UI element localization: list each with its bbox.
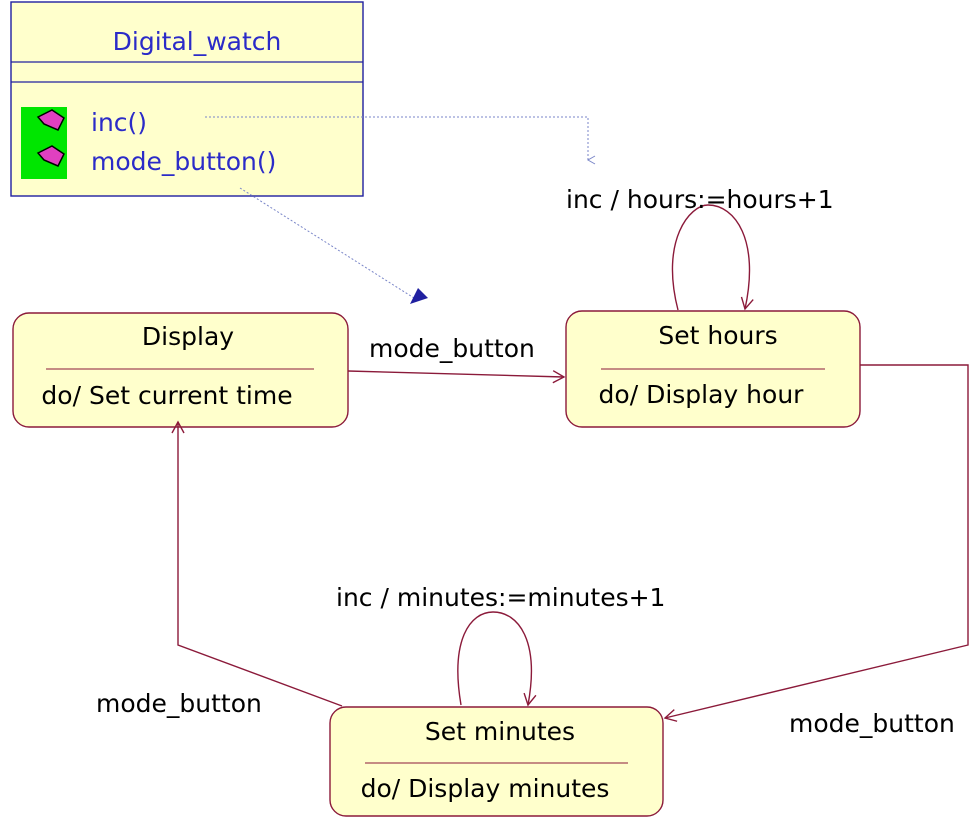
operation-gem-icon (36, 109, 65, 131)
transition-label-hours-to-minutes: mode_button (789, 709, 955, 738)
operation-label: mode_button() (91, 147, 276, 176)
transition-hours-to-minutes[interactable] (663, 364, 969, 722)
class-digital-watch[interactable]: Digital_watch inc() mode_button() (10, 1, 364, 197)
operation-label: inc() (91, 108, 147, 137)
transition-label-minutes-to-display: mode_button (96, 689, 262, 718)
state-set-hours[interactable]: Set hours do/ Display hour (565, 310, 861, 428)
state-name: Set minutes (425, 717, 575, 746)
transition-label-display-to-hours: mode_button (369, 334, 535, 363)
transition-label-hours-self: inc / hours:=hours+1 (566, 185, 834, 214)
state-activity: do/ Display minutes (361, 774, 610, 803)
transition-hours-self[interactable] (671, 204, 754, 311)
dependency-arrowhead-icon (410, 288, 428, 304)
class-box-frame (10, 1, 364, 197)
state-name: Display (142, 322, 234, 351)
transition-minutes-to-display[interactable] (171, 420, 343, 707)
transition-display-to-hours[interactable] (347, 370, 566, 384)
operation-inc[interactable]: inc() (21, 107, 147, 143)
operation-gem-icon (36, 145, 65, 167)
class-name: Digital_watch (113, 27, 282, 56)
state-frame (329, 706, 664, 817)
state-activity: do/ Display hour (599, 380, 805, 409)
transition-minutes-self[interactable] (457, 611, 537, 707)
state-name: Set hours (658, 321, 777, 350)
transition-label-minutes-self: inc / minutes:=minutes+1 (336, 583, 665, 612)
state-set-minutes[interactable]: Set minutes do/ Display minutes (329, 706, 664, 817)
operation-mode-button[interactable]: mode_button() (21, 143, 276, 179)
dependency-mode-button (239, 187, 415, 299)
state-activity: do/ Set current time (41, 381, 292, 410)
state-display[interactable]: Display do/ Set current time (12, 312, 349, 428)
